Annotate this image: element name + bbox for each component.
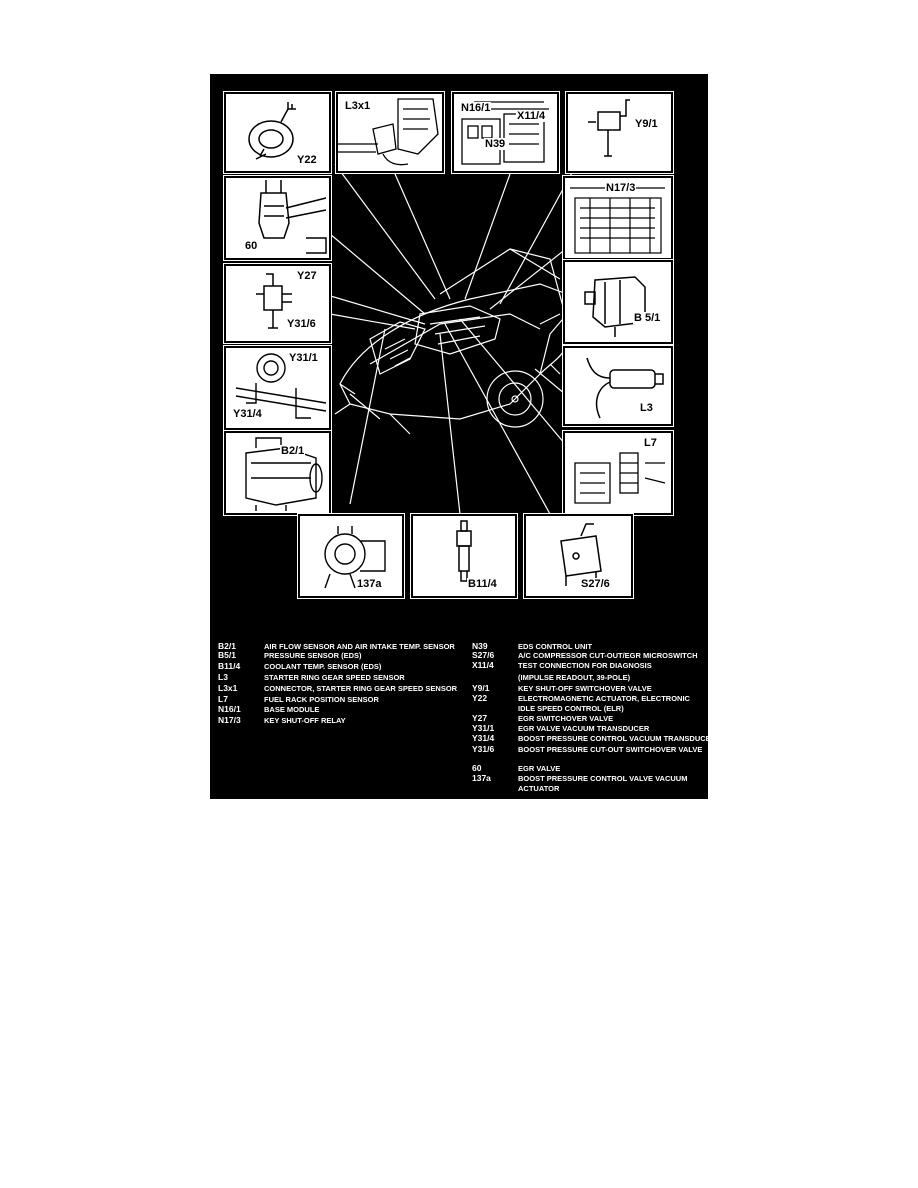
legend: B2/1 AIR FLOW SENSOR AND AIR INTAKE TEMP.…	[210, 642, 708, 799]
inset-l3x1: L3x1	[335, 91, 445, 174]
callout-s27-6: S27/6	[580, 578, 611, 590]
legend-description: EGR VALVE VACUUM TRANSDUCER	[518, 724, 650, 733]
legend-code: Y27	[472, 713, 488, 723]
legend-code: Y31/4	[472, 733, 495, 743]
legend-code: Y31/1	[472, 723, 495, 733]
callout-y22: Y22	[296, 154, 318, 166]
legend-description: A/C COMPRESSOR CUT-OUT/EGR MICROSWITCH	[518, 651, 698, 660]
callout-y27: Y27	[296, 270, 318, 282]
inset-b2-1: B2/1	[223, 430, 332, 516]
legend-description: AIR FLOW SENSOR AND AIR INTAKE TEMP. SEN…	[264, 642, 455, 651]
legend-description: COOLANT TEMP. SENSOR (EDS)	[264, 662, 382, 671]
inset-b5-1: B 5/1	[562, 259, 674, 345]
inset-control-units: N16/1 X11/4 N39	[451, 91, 560, 174]
coolant-sensor-drawing	[456, 520, 472, 582]
legend-description: STARTER RING GEAR SPEED SENSOR	[264, 673, 405, 682]
callout-b2-1: B2/1	[280, 445, 306, 457]
inset-s27-6: S27/6	[523, 513, 634, 599]
legend-code: 60	[472, 763, 482, 773]
legend-code: S27/6	[472, 650, 495, 660]
callout-y9-1: Y9/1	[634, 118, 659, 130]
inset-y31-1-y31-4: Y31/1 Y31/4	[223, 345, 332, 431]
legend-description: BASE MODULE	[264, 705, 320, 714]
inset-l7: L7	[562, 430, 674, 516]
callout-n39: N39	[484, 138, 507, 150]
diagram-sheet: Y22 L3x1 N16/1 X11/4	[210, 74, 708, 799]
legend-description: ELECTROMAGNETIC ACTUATOR, ELECTRONIC	[518, 694, 690, 703]
callout-b5-1: B 5/1	[633, 312, 662, 324]
legend-description: KEY SHUT-OFF RELAY	[264, 716, 346, 725]
callout-n16-1: N16/1	[460, 102, 492, 114]
switchover-valves-drawing	[256, 273, 292, 329]
callout-l3: L3	[639, 402, 654, 414]
legend-description: KEY SHUT-OFF SWITCHOVER VALVE	[518, 684, 652, 693]
connector-drawing	[338, 98, 439, 166]
inset-137a: 137a	[297, 513, 405, 599]
inset-l3: L3	[562, 345, 674, 427]
fuel-rack-sensor-drawing	[574, 452, 666, 504]
legend-code: 137a	[472, 773, 491, 783]
inset-60: 60	[223, 175, 332, 261]
legend-description: BOOST PRESSURE CONTROL VALVE VACUUM	[518, 774, 688, 783]
inset-y22: Y22	[223, 91, 332, 174]
legend-code: N39	[472, 641, 488, 651]
legend-code: N16/1	[218, 704, 241, 714]
callout-60: 60	[244, 240, 259, 252]
relay-box-drawing	[570, 187, 665, 254]
legend-code: Y9/1	[472, 683, 490, 693]
legend-description: FUEL RACK POSITION SENSOR	[264, 695, 379, 704]
legend-code: B5/1	[218, 650, 236, 660]
legend-code: L3x1	[218, 683, 238, 693]
legend-code: Y22	[472, 693, 488, 703]
actuator-drawing	[248, 102, 296, 160]
legend-code: B11/4	[218, 661, 241, 671]
callout-l7: L7	[643, 437, 658, 449]
callout-y31-4: Y31/4	[232, 408, 263, 420]
legend-code: L3	[218, 672, 228, 682]
legend-code: X11/4	[472, 660, 494, 670]
callout-y31-6: Y31/6	[286, 318, 317, 330]
actuator-137a-drawing	[324, 526, 386, 589]
legend-description: PRESSURE SENSOR (EDS)	[264, 651, 362, 660]
callout-x11-4: X11/4	[516, 110, 547, 122]
legend-code: N17/3	[218, 715, 241, 725]
legend-description: (IMPULSE READOUT, 39-POLE)	[518, 673, 631, 682]
callout-y31-1: Y31/1	[288, 352, 319, 364]
air-flow-sensor-drawing	[245, 437, 323, 511]
valve-drawing	[588, 99, 630, 157]
inset-y27-y31-6: Y27 Y31/6	[223, 263, 332, 344]
inset-y9-1: Y9/1	[565, 91, 674, 174]
legend-code: Y31/6	[472, 744, 495, 754]
legend-description: BOOST PRESSURE CUT-OUT SWITCHOVER VALVE	[518, 745, 703, 754]
legend-description: ACTUATOR	[518, 784, 560, 793]
legend-code: L7	[218, 694, 228, 704]
legend-code: B2/1	[218, 641, 236, 651]
pressure-sensor-drawing	[584, 276, 646, 337]
legend-description: BOOST PRESSURE CONTROL VACUUM TRANSDUCER	[518, 734, 708, 743]
callout-l3x1: L3x1	[344, 100, 372, 112]
callout-b11-4: B11/4	[467, 578, 498, 590]
inset-b11-4: B11/4	[410, 513, 518, 599]
legend-description: IDLE SPEED CONTROL (ELR)	[518, 704, 624, 713]
legend-description: CONNECTOR, STARTER RING GEAR SPEED SENSO…	[264, 684, 458, 693]
legend-description: EDS CONTROL UNIT	[518, 642, 593, 651]
inset-n17-3: N17/3	[562, 175, 674, 261]
callout-137a: 137a	[356, 578, 383, 590]
legend-description: EGR VALVE	[518, 764, 561, 773]
speed-sensor-drawing	[586, 357, 664, 419]
egr-valve-drawing	[258, 180, 327, 254]
legend-description: TEST CONNECTION FOR DIAGNOSIS	[518, 661, 652, 670]
vacuum-transducers-drawing	[235, 353, 327, 419]
microswitch-drawing	[560, 523, 602, 586]
callout-n17-3: N17/3	[605, 182, 637, 194]
legend-description: EGR SWITCHOVER VALVE	[518, 714, 614, 723]
